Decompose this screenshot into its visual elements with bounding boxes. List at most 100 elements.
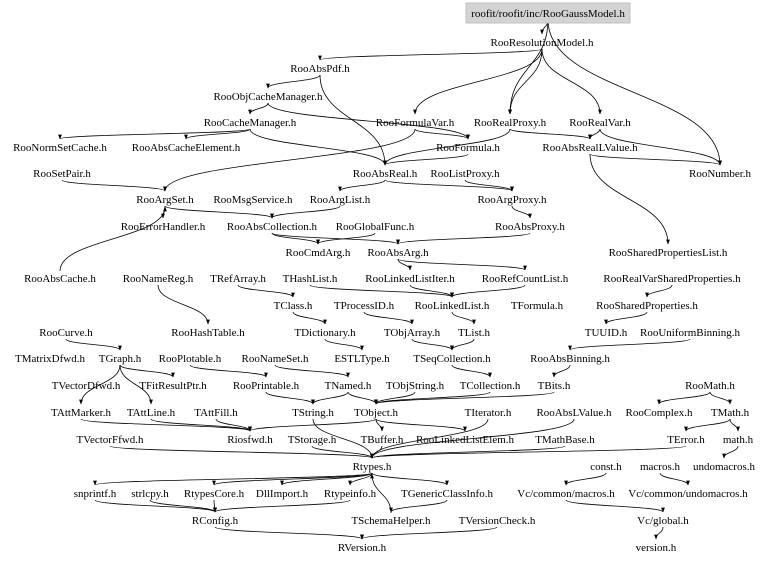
node-roomsgservice-h[interactable]: RooMsgService.h xyxy=(213,194,293,206)
node-dllimport-h[interactable]: DllImport.h xyxy=(256,488,309,500)
node-rooerrorhandler-h[interactable]: RooErrorHandler.h xyxy=(121,221,206,233)
node-tformula-h[interactable]: TFormula.h xyxy=(511,300,564,312)
node-rtypes-h[interactable]: Rtypes.h xyxy=(353,461,392,473)
node-roonameset-h[interactable]: RooNameSet.h xyxy=(242,353,309,365)
node-rooabsproxy-h[interactable]: RooAbsProxy.h xyxy=(495,221,565,233)
node-roocmdarg-h[interactable]: RooCmdArg.h xyxy=(286,247,351,259)
node-rooabscacheelement-h[interactable]: RooAbsCacheElement.h xyxy=(132,142,241,154)
node-titerator-h[interactable]: TIterator.h xyxy=(465,407,512,419)
node-rversion-h[interactable]: RVersion.h xyxy=(338,542,387,554)
node-rooabsreallvalue-h[interactable]: RooAbsRealLValue.h xyxy=(542,142,638,154)
node-tlist-h[interactable]: TList.h xyxy=(458,327,491,339)
node-rconfig-h[interactable]: RConfig.h xyxy=(192,515,239,527)
node-snprintf-h[interactable]: snprintf.h xyxy=(74,488,117,500)
node-roolinkedlistelem-h[interactable]: RooLinkedListElem.h xyxy=(416,434,515,446)
node-roocurve-h[interactable]: RooCurve.h xyxy=(39,327,93,339)
node-roosharedpropertieslist-h[interactable]: RooSharedPropertiesList.h xyxy=(609,247,728,259)
node-tcollection-h[interactable]: TCollection.h xyxy=(460,380,521,392)
node-tschemahelper-h[interactable]: TSchemaHelper.h xyxy=(351,515,431,527)
node-terror-h[interactable]: TError.h xyxy=(667,434,705,446)
node-tnamed-h[interactable]: TNamed.h xyxy=(325,380,372,392)
node-rooabsbinning-h[interactable]: RooAbsBinning.h xyxy=(530,353,610,365)
node-roorealvar-h[interactable]: RooRealVar.h xyxy=(569,117,631,129)
node-tgraph-h[interactable]: TGraph.h xyxy=(99,353,142,365)
node-rooglobalfunc-h[interactable]: RooGlobalFunc.h xyxy=(336,221,415,233)
node-roolinkedlist-h[interactable]: RooLinkedList.h xyxy=(415,300,490,312)
node-tobject-h[interactable]: TObject.h xyxy=(354,407,399,419)
node-roonamereg-h[interactable]: RooNameReg.h xyxy=(123,273,194,285)
node-rooobjcachemanager-h[interactable]: RooObjCacheManager.h xyxy=(213,91,323,103)
node-tvectorffwd-h[interactable]: TVectorFfwd.h xyxy=(77,434,144,446)
node-roolistproxy-h[interactable]: RooListProxy.h xyxy=(430,168,500,180)
node-rooabspdf-h[interactable]: RooAbsPdf.h xyxy=(290,63,350,75)
node-const-h[interactable]: const.h xyxy=(590,461,622,473)
node-rooabsarg-h[interactable]: RooAbsArg.h xyxy=(367,247,429,259)
node-roocachemanager-h[interactable]: RooCacheManager.h xyxy=(204,117,297,129)
node-roolinkedlistiter-h[interactable]: RooLinkedListIter.h xyxy=(365,273,455,285)
node-rooformulavar-h[interactable]: RooFormulaVar.h xyxy=(376,117,455,129)
node-tprocessid-h[interactable]: TProcessID.h xyxy=(334,300,395,312)
node-rtypescore-h[interactable]: RtypesCore.h xyxy=(184,488,245,500)
node-rooabscache-h[interactable]: RooAbsCache.h xyxy=(24,273,96,285)
node-strlcpy-h[interactable]: strlcpy.h xyxy=(131,488,169,500)
node-riosfwd-h[interactable]: Riosfwd.h xyxy=(227,434,273,446)
node-trefarray-h[interactable]: TRefArray.h xyxy=(210,273,266,285)
node-tattmarker-h[interactable]: TAttMarker.h xyxy=(51,407,111,419)
node-tobjarray-h[interactable]: TObjArray.h xyxy=(384,327,441,339)
node-rooargset-h[interactable]: RooArgSet.h xyxy=(136,194,194,206)
node-roorealvarsharedproperties-h[interactable]: RooRealVarSharedProperties.h xyxy=(603,273,741,285)
node-rooargproxy-h[interactable]: RooArgProxy.h xyxy=(477,194,547,206)
node-tbits-h[interactable]: TBits.h xyxy=(538,380,571,392)
node-estltype-h[interactable]: ESTLType.h xyxy=(334,353,390,365)
node-tattline-h[interactable]: TAttLine.h xyxy=(127,407,176,419)
node-tstring-h[interactable]: TString.h xyxy=(292,407,334,419)
edge-rooargproxy-h-to-rooabsproxy-h xyxy=(511,205,532,219)
node-roomath-h[interactable]: RooMath.h xyxy=(685,380,735,392)
node-roonormsetcache-h[interactable]: RooNormSetCache.h xyxy=(13,142,107,154)
node-roosetpair-h[interactable]: RooSetPair.h xyxy=(33,168,91,180)
node-tstorage-h[interactable]: TStorage.h xyxy=(288,434,337,446)
node-roouniformbinning-h[interactable]: RooUniformBinning.h xyxy=(640,327,740,339)
node-label: macros.h xyxy=(640,461,681,473)
node-roorefcountlist-h[interactable]: RooRefCountList.h xyxy=(482,273,569,285)
node-tmathbase-h[interactable]: TMathBase.h xyxy=(535,434,595,446)
node-undomacros-h[interactable]: undomacros.h xyxy=(693,461,756,473)
node-tmath-h[interactable]: TMath.h xyxy=(711,407,750,419)
node-label: TCollection.h xyxy=(460,380,521,392)
node-thashlist-h[interactable]: THashList.h xyxy=(283,273,338,285)
node-macros-h[interactable]: macros.h xyxy=(640,461,681,473)
node-roorealproxy-h[interactable]: RooRealProxy.h xyxy=(474,117,547,129)
node-rooresolutionmodel-h[interactable]: RooResolutionModel.h xyxy=(491,37,594,49)
node-rooabscollection-h[interactable]: RooAbsCollection.h xyxy=(227,221,318,233)
node-rooformula-h[interactable]: RooFormula.h xyxy=(436,142,500,154)
node-tclass-h[interactable]: TClass.h xyxy=(274,300,313,312)
node-rtypeinfo-h[interactable]: Rtypeinfo.h xyxy=(324,488,377,500)
node-vc-common-macros-h[interactable]: Vc/common/macros.h xyxy=(517,488,615,500)
node-roofit-roofit-inc-roogaussmodel-h[interactable]: roofit/roofit/inc/RooGaussModel.h xyxy=(465,2,631,24)
node-rooarglist-h[interactable]: RooArgList.h xyxy=(310,194,371,206)
node-roocomplex-h[interactable]: RooComplex.h xyxy=(626,407,693,419)
node-tmatrixdfwd-h[interactable]: TMatrixDfwd.h xyxy=(15,353,85,365)
node-math-h[interactable]: math.h xyxy=(723,434,754,446)
node-rooprintable-h[interactable]: RooPrintable.h xyxy=(233,380,300,392)
node-tobjstring-h[interactable]: TObjString.h xyxy=(386,380,445,392)
node-roohashtable-h[interactable]: RooHashTable.h xyxy=(171,327,245,339)
node-tfitresultptr-h[interactable]: TFitResultPtr.h xyxy=(139,380,207,392)
node-tversioncheck-h[interactable]: TVersionCheck.h xyxy=(459,515,536,527)
node-rooabsreal-h[interactable]: RooAbsReal.h xyxy=(353,168,418,180)
node-tattfill-h[interactable]: TAttFill.h xyxy=(194,407,238,419)
node-vc-global-h[interactable]: Vc/global.h xyxy=(637,515,689,527)
node-label: RooLinkedListElem.h xyxy=(416,434,515,446)
node-vc-common-undomacros-h[interactable]: Vc/common/undomacros.h xyxy=(628,488,748,500)
node-roosharedproperties-h[interactable]: RooSharedProperties.h xyxy=(596,300,698,312)
node-tseqcollection-h[interactable]: TSeqCollection.h xyxy=(413,353,491,365)
node-roonumber-h[interactable]: RooNumber.h xyxy=(689,168,752,180)
node-tvectordfwd-h[interactable]: TVectorDfwd.h xyxy=(52,380,121,392)
node-tuuid-h[interactable]: TUUID.h xyxy=(585,327,628,339)
node-rooabslvalue-h[interactable]: RooAbsLValue.h xyxy=(536,407,612,419)
node-tdictionary-h[interactable]: TDictionary.h xyxy=(294,327,356,339)
node-tbuffer-h[interactable]: TBuffer.h xyxy=(361,434,404,446)
node-tgenericclassinfo-h[interactable]: TGenericClassInfo.h xyxy=(401,488,493,500)
node-rooplotable-h[interactable]: RooPlotable.h xyxy=(159,353,222,365)
node-version-h[interactable]: version.h xyxy=(636,542,677,554)
